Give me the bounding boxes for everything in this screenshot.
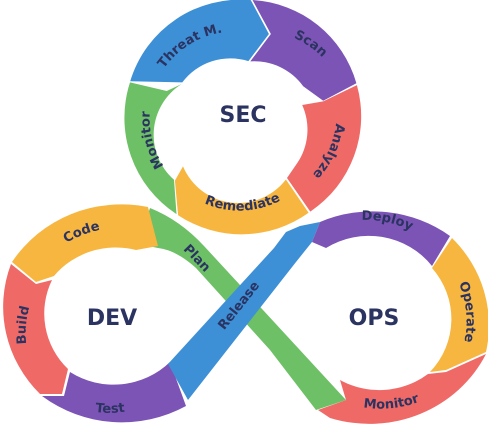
sec-title: SEC	[219, 103, 266, 128]
sec-segment-threat-model	[130, 0, 269, 83]
dev-segment-test	[42, 362, 186, 423]
dev-segment-build	[3, 264, 68, 394]
ops-segment-operate	[430, 238, 488, 372]
sec-ring: Threat M. Scan Analyze Remediate Monitor…	[124, 0, 362, 235]
ops-segment-monitor	[318, 354, 486, 424]
sec-segment-scan	[250, 0, 357, 101]
sec-segment-remediate	[174, 166, 309, 235]
sec-segment-monitor	[124, 82, 182, 215]
dev-title: DEV	[87, 306, 137, 331]
dev-segment-release	[168, 222, 320, 400]
ops-segment-deploy	[312, 211, 450, 266]
dev-label-test: Test	[95, 401, 126, 417]
dev-loop: Code Build Test Plan Release DEV	[3, 204, 346, 423]
ops-loop: Deploy Operate Monitor OPS	[312, 209, 488, 424]
ops-title: OPS	[349, 306, 400, 331]
sec-segment-analyze	[287, 85, 362, 212]
dev-segment-code	[12, 204, 158, 282]
